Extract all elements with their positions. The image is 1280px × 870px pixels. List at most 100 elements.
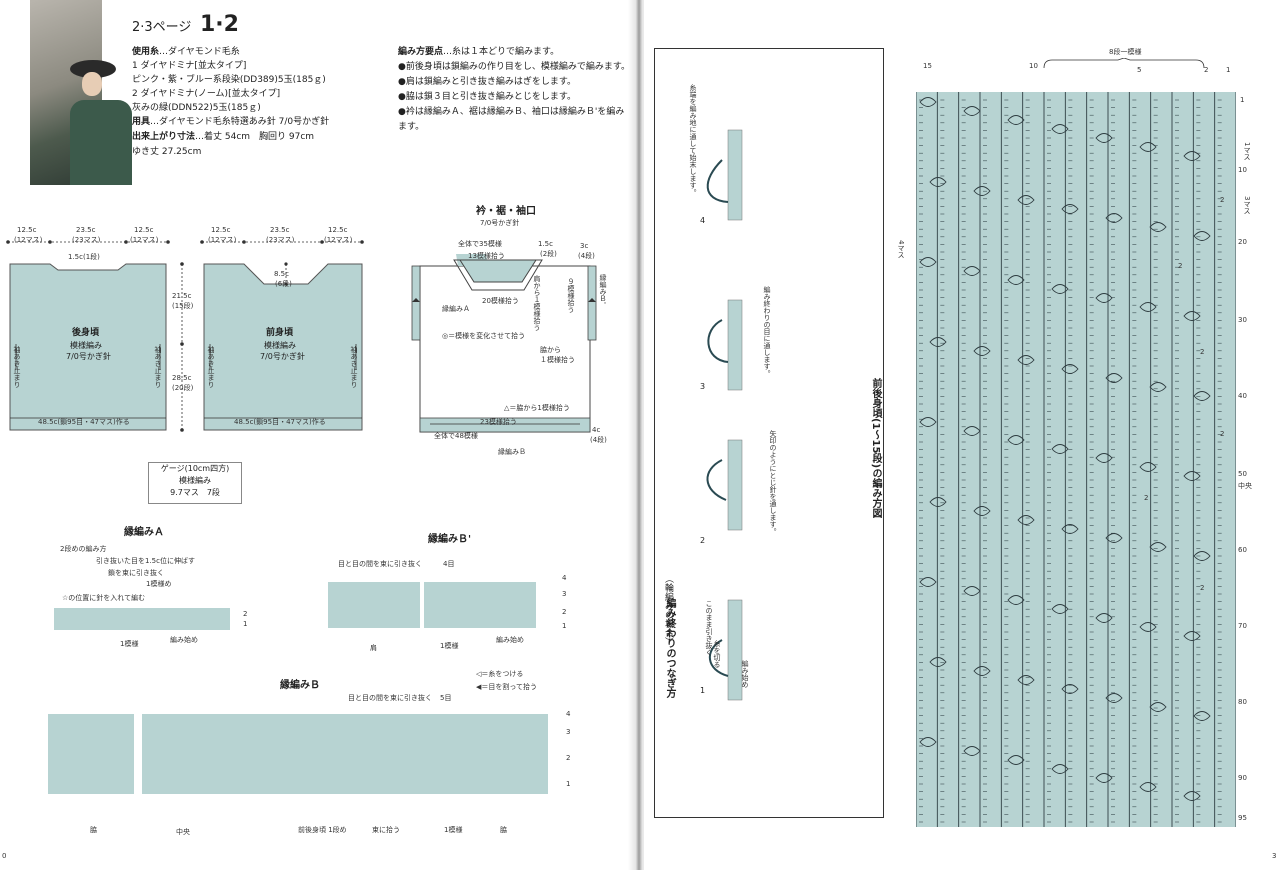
back-side2-rows: (20段) xyxy=(172,384,194,392)
chart-leaf-motif xyxy=(919,417,937,427)
chart-mark-2-a: 2 xyxy=(1220,196,1225,204)
edgingBp-title: 縁編みＢ' xyxy=(428,534,472,545)
model-photo xyxy=(30,0,132,185)
sweater-shape xyxy=(70,100,132,185)
edgingB-one-pattern: 1模様 xyxy=(444,826,463,834)
back-slit-left: 袖あき止まり xyxy=(13,346,21,388)
front-neck-depth: 8.5c xyxy=(274,270,289,278)
edging-diagram xyxy=(411,254,597,433)
edgingA-start: 編み始め xyxy=(170,636,198,644)
edging-edgingB: 縁編みＢ xyxy=(498,448,526,456)
back-pattern: 模様編み xyxy=(70,341,102,350)
chart-leaf-motif xyxy=(1017,675,1035,685)
step1-num: 1 xyxy=(700,686,706,695)
front-body-diagram xyxy=(200,240,364,431)
back-body-diagram xyxy=(6,240,184,432)
chart-leaf-motif xyxy=(963,106,981,116)
chart-leaf-motif xyxy=(1105,693,1123,703)
edgingBp-start: 編み始め xyxy=(496,636,524,644)
left-folio: 0 xyxy=(2,852,7,860)
chart-leaf-motif xyxy=(1061,524,1079,534)
edgingA-row-1: 1 xyxy=(243,620,248,628)
points-title: 編み方要点 xyxy=(398,47,444,57)
back-side1-rows: (15段) xyxy=(172,302,194,310)
edgingA-title: 縁編みＡ xyxy=(124,527,164,538)
chart-leaf-motif xyxy=(1149,222,1167,232)
chart-leaf-motif xyxy=(1139,462,1157,472)
chart-side-1masu: 1マス xyxy=(1243,142,1251,161)
chart-leaf-motif xyxy=(1193,711,1211,721)
chart-leaf-motif xyxy=(1183,471,1201,481)
edgingB-row-3: 3 xyxy=(566,728,571,736)
front-hook: 7/0号かぎ針 xyxy=(260,352,305,361)
edging-pick9: ９模様拾う xyxy=(567,278,575,313)
edging-edgingBp: 縁編みＢ' xyxy=(599,274,607,304)
points-line-2: ●肩は鎖編みと引き抜き編みはぎをします。 xyxy=(398,77,576,87)
edgingB-row-1: 1 xyxy=(566,780,571,788)
chart-leaf-motif xyxy=(929,657,947,667)
chart-leaf-motif xyxy=(929,177,947,187)
front-dim-center: 23.5c xyxy=(270,226,290,234)
row-num-20: 20 xyxy=(1238,238,1247,246)
chart-leaf-motif xyxy=(919,737,937,747)
edgingB-side: 脇 xyxy=(90,826,97,834)
face-shape xyxy=(82,72,102,96)
chart-top-5: 5 xyxy=(1137,66,1142,74)
chart-leaf-motif xyxy=(973,346,991,356)
row-num-95: 95 xyxy=(1238,814,1247,822)
edging-one-pattern: １模様拾う xyxy=(540,356,575,364)
chart-leaf-motif xyxy=(973,186,991,196)
edging-note-tri: △＝脇から1模様拾う xyxy=(504,404,570,412)
right-page: 編み終わりのつなぎ方 （輪編みの場合） 1 糸を切る このまま引き抜く 編み始め… xyxy=(644,0,1280,870)
size-label: 出来上がり寸法 xyxy=(132,132,196,142)
edging-pick13: 13模様拾う xyxy=(468,252,505,260)
chart-repeat: 8段一模様 xyxy=(1109,48,1142,56)
item1-line2: ピンク・紫・ブルー系段染(DD389)5玉(185ｇ) xyxy=(132,75,326,85)
edgingA-row2-method: 2段めの編み方 xyxy=(60,545,107,553)
chart-leaf-motif xyxy=(963,426,981,436)
chart-mark-2-b: 2 xyxy=(1178,262,1183,270)
back-slit-right: 袖あき止まり xyxy=(154,346,162,388)
chart-leaf-motif xyxy=(1007,275,1025,285)
joining-title: 編み終わりのつなぎ方 xyxy=(664,598,675,698)
points-line-3: ●脇は鎖３目と引き抜き編みとじをします。 xyxy=(398,92,576,102)
chart-leaf-motif xyxy=(919,257,937,267)
chart-mark-2-f: 2 xyxy=(1200,584,1205,592)
gauge-line2: 模様編み xyxy=(179,476,211,485)
chart-leaf-motif xyxy=(963,746,981,756)
chart-leaf-motif xyxy=(1007,115,1025,125)
back-side2: 28.5c xyxy=(172,374,192,382)
chart-leaf-motif xyxy=(1007,595,1025,605)
size-line2: ゆき丈 27.25cm xyxy=(132,147,202,157)
edgingB-bundle: 束に拾う xyxy=(372,826,400,834)
chart-leaf-motif xyxy=(929,497,947,507)
back-count-center: (23マス) xyxy=(72,236,101,244)
edging-from-side: 脇から xyxy=(540,346,561,354)
edging-hook: 7/0号かぎ針 xyxy=(480,219,520,227)
edgingB-body-row: 前後身頃 1段め xyxy=(298,826,347,834)
front-neck-rows: (6段) xyxy=(275,280,292,288)
back-bottom: 48.5c(鎖95目・47マス)作る xyxy=(38,418,130,426)
edgingA-note4: ☆の位置に針を入れて編む xyxy=(62,594,146,602)
chart-center-label: 中央 xyxy=(1238,482,1252,490)
left-page: 2·3ページ 1·2 使用糸…ダイヤモンド毛糸 1 ダイヤドミナ[並太タイプ] … xyxy=(0,0,636,870)
tools-line: 用具…ダイヤモンド毛糸特選あみ針 7/0号かぎ針 xyxy=(132,116,329,129)
back-neck-depth: 1.5c(1段) xyxy=(68,253,100,261)
chart-leaf-motif xyxy=(1193,551,1211,561)
edgingBp-row-2: 2 xyxy=(562,608,567,616)
chart-leaf-motif xyxy=(1105,533,1123,543)
tools-value: …ダイヤモンド毛糸特選あみ針 7/0号かぎ針 xyxy=(150,117,330,127)
front-dim-right: 12.5c xyxy=(328,226,348,234)
chart-motifs xyxy=(919,97,1211,801)
edgingA-note3: 1模様め xyxy=(146,580,172,588)
row-num-80: 80 xyxy=(1238,698,1247,706)
step2-num: 2 xyxy=(700,536,706,545)
edgingA-chart xyxy=(54,608,230,630)
front-slit-left: 袖あき止まり xyxy=(207,346,215,388)
joining-illustrations xyxy=(706,129,743,701)
chart-columns xyxy=(916,92,1236,827)
chart-leaf-motif xyxy=(1139,622,1157,632)
item1-line1: 1 ダイヤドミナ[並太タイプ] xyxy=(132,61,247,71)
edgingBp-row-1: 1 xyxy=(562,622,567,630)
chart-mark-2-c: 2 xyxy=(1200,348,1205,356)
